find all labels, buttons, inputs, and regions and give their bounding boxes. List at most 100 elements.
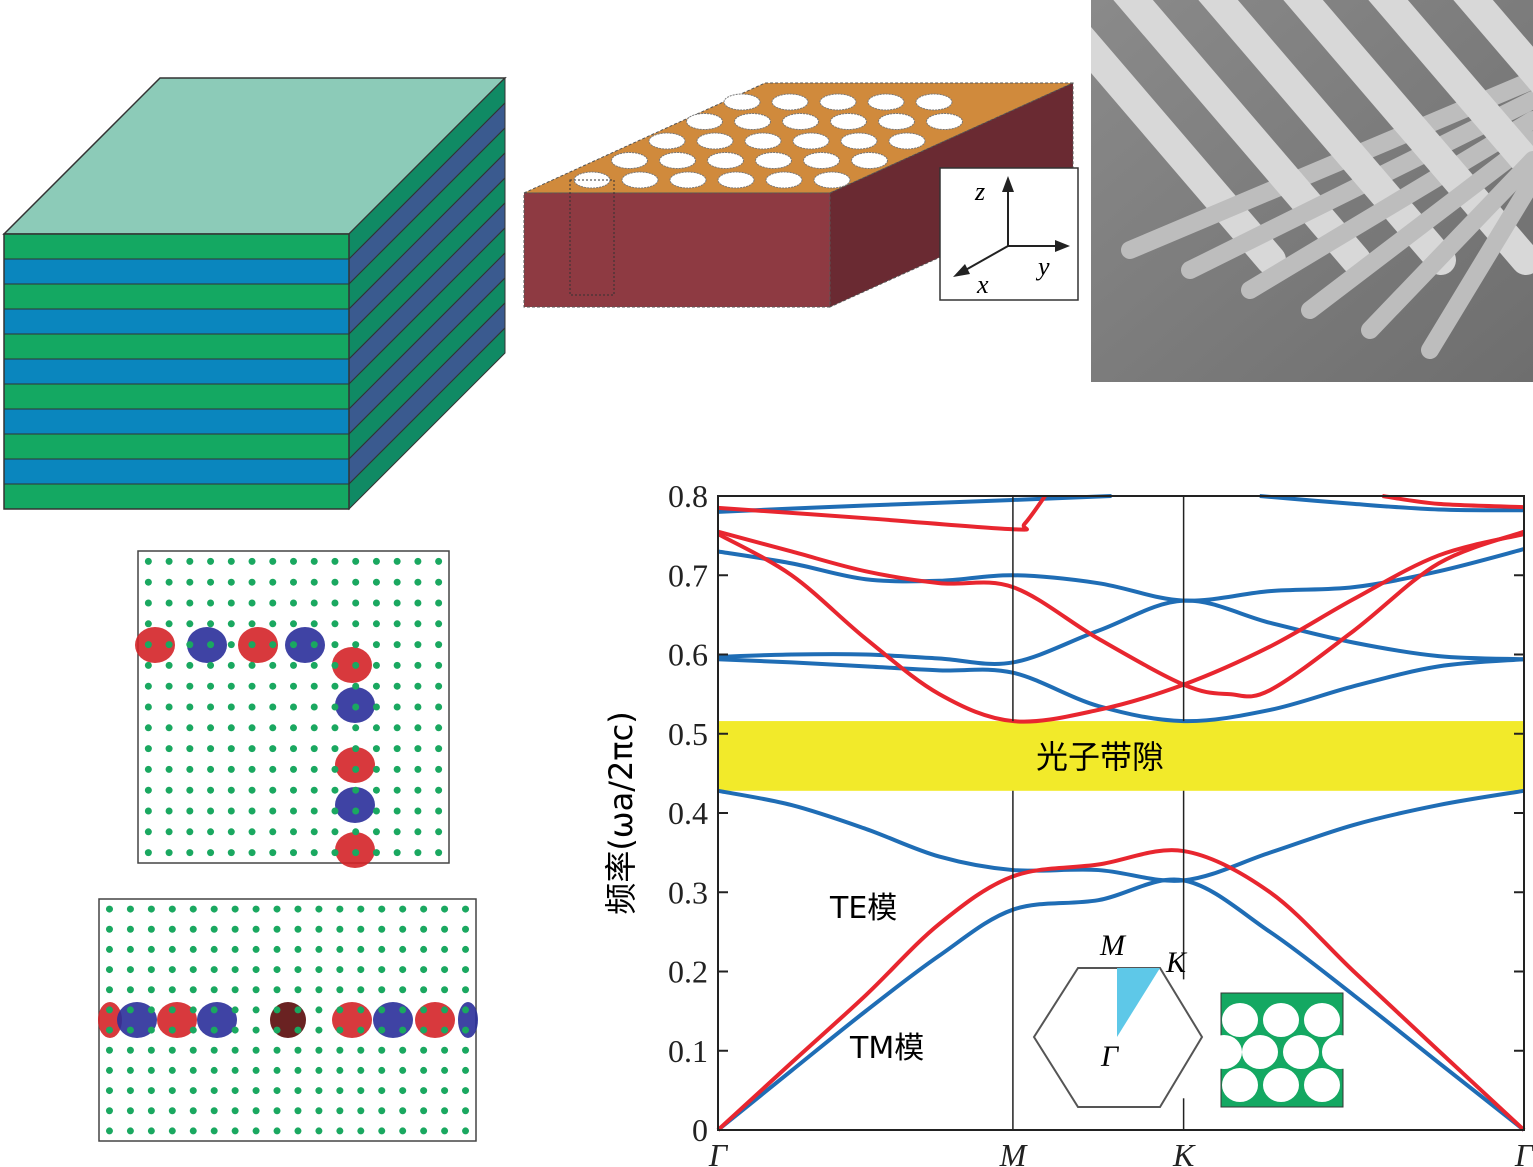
rod-dot xyxy=(372,765,380,773)
rod-dot xyxy=(357,1107,365,1115)
rod-dot xyxy=(435,807,443,815)
rod-dot xyxy=(393,703,401,711)
rod-dot xyxy=(269,682,277,690)
layer-stripe xyxy=(3,408,350,435)
rod-dot xyxy=(186,828,194,836)
rod-dot xyxy=(248,849,256,857)
rod-dot xyxy=(207,807,215,815)
y-tick-label: 0.5 xyxy=(668,716,708,752)
field-lobe xyxy=(285,627,325,663)
air-hole xyxy=(851,152,888,169)
rod-dot xyxy=(147,1026,155,1034)
rod-dot xyxy=(290,641,297,649)
rod-dot xyxy=(210,1026,218,1034)
rod-dot xyxy=(315,1066,323,1074)
field-lobe xyxy=(98,1002,122,1038)
rod-dot xyxy=(290,557,297,565)
air-hole xyxy=(878,113,915,130)
rod-dot xyxy=(372,557,380,565)
rod-dot xyxy=(207,599,215,607)
rod-dot xyxy=(336,945,344,953)
te-band-2 xyxy=(717,532,1525,724)
layer-stripe xyxy=(3,458,350,485)
rod-dot xyxy=(105,945,113,953)
rod-dot xyxy=(248,661,256,669)
rod-dot xyxy=(290,807,297,815)
rod-dot xyxy=(331,828,339,836)
tm-band-5 xyxy=(717,547,1525,603)
rod-dot xyxy=(352,599,360,607)
x-tick-label: Γ xyxy=(1514,1137,1533,1167)
rod-dot xyxy=(252,905,260,913)
rod-dot xyxy=(189,1127,197,1135)
rod-dot xyxy=(435,578,443,586)
rod-dot xyxy=(315,986,323,994)
rod-dot xyxy=(420,1107,428,1115)
rod-dot xyxy=(252,1107,260,1115)
air-hole xyxy=(1322,1035,1358,1069)
layer-stripe xyxy=(3,333,350,360)
rod-dot xyxy=(105,905,113,913)
rod-dot xyxy=(336,925,344,933)
rod-dot xyxy=(144,578,152,586)
rod-dot xyxy=(248,724,256,732)
rod-dot xyxy=(399,966,407,974)
rod-dot xyxy=(227,557,235,565)
rod-dot xyxy=(290,786,297,794)
lattice-unit-inset xyxy=(1206,992,1358,1108)
rod-dot xyxy=(269,578,277,586)
rod-dot xyxy=(331,765,339,773)
rod-dot xyxy=(310,703,318,711)
rod-dot xyxy=(144,557,152,565)
rod-dot xyxy=(189,1026,197,1034)
rod-dot xyxy=(144,765,152,773)
rod-dot xyxy=(144,682,152,690)
rod-dot xyxy=(165,828,173,836)
field-lobe xyxy=(187,627,227,663)
rod-dot xyxy=(147,986,155,994)
te-band-1 xyxy=(716,848,1526,1132)
rod-dot xyxy=(231,1107,239,1115)
layer-stripe xyxy=(3,433,350,460)
air-hole xyxy=(1263,1068,1299,1102)
rod-dot xyxy=(231,1127,239,1135)
rod-dot xyxy=(399,905,407,913)
field-lobe xyxy=(117,1002,157,1038)
rod-dot xyxy=(248,599,256,607)
rod-dot xyxy=(227,661,235,669)
rod-dot xyxy=(252,986,260,994)
air-hole xyxy=(1263,1003,1299,1037)
rod-dot xyxy=(207,682,215,690)
field-lobe xyxy=(197,1002,237,1038)
rod-dot xyxy=(414,765,422,773)
rod-dot xyxy=(393,828,401,836)
rod-dot xyxy=(210,1006,218,1014)
rod-dot xyxy=(165,724,173,732)
brillouin-zone-inset: M K Γ xyxy=(1032,929,1204,1108)
rod-dot xyxy=(231,945,239,953)
rod xyxy=(1368,0,1533,193)
rod-dot xyxy=(420,945,428,953)
rod-dot xyxy=(207,828,215,836)
rod-dot xyxy=(435,786,443,794)
rod-dot xyxy=(462,1107,470,1115)
rod-dot xyxy=(210,905,218,913)
rod-dot xyxy=(168,925,176,933)
rod-dot xyxy=(336,1107,344,1115)
rod-dot xyxy=(269,641,277,649)
rod-dot xyxy=(378,1127,386,1135)
rod-dot xyxy=(189,1107,197,1115)
rod-dot xyxy=(310,661,318,669)
rod-dot xyxy=(252,1026,260,1034)
air-hole xyxy=(1283,1035,1319,1069)
rod-dot xyxy=(310,724,318,732)
tm-band-1 xyxy=(716,877,1526,1132)
rod-dot xyxy=(269,703,277,711)
rod-dot xyxy=(273,1066,281,1074)
rod-dot xyxy=(168,1107,176,1115)
rod-dot xyxy=(147,1046,155,1054)
rod-dot xyxy=(331,745,339,753)
tm-band-7 xyxy=(1259,494,1525,513)
rod-dot xyxy=(294,925,302,933)
